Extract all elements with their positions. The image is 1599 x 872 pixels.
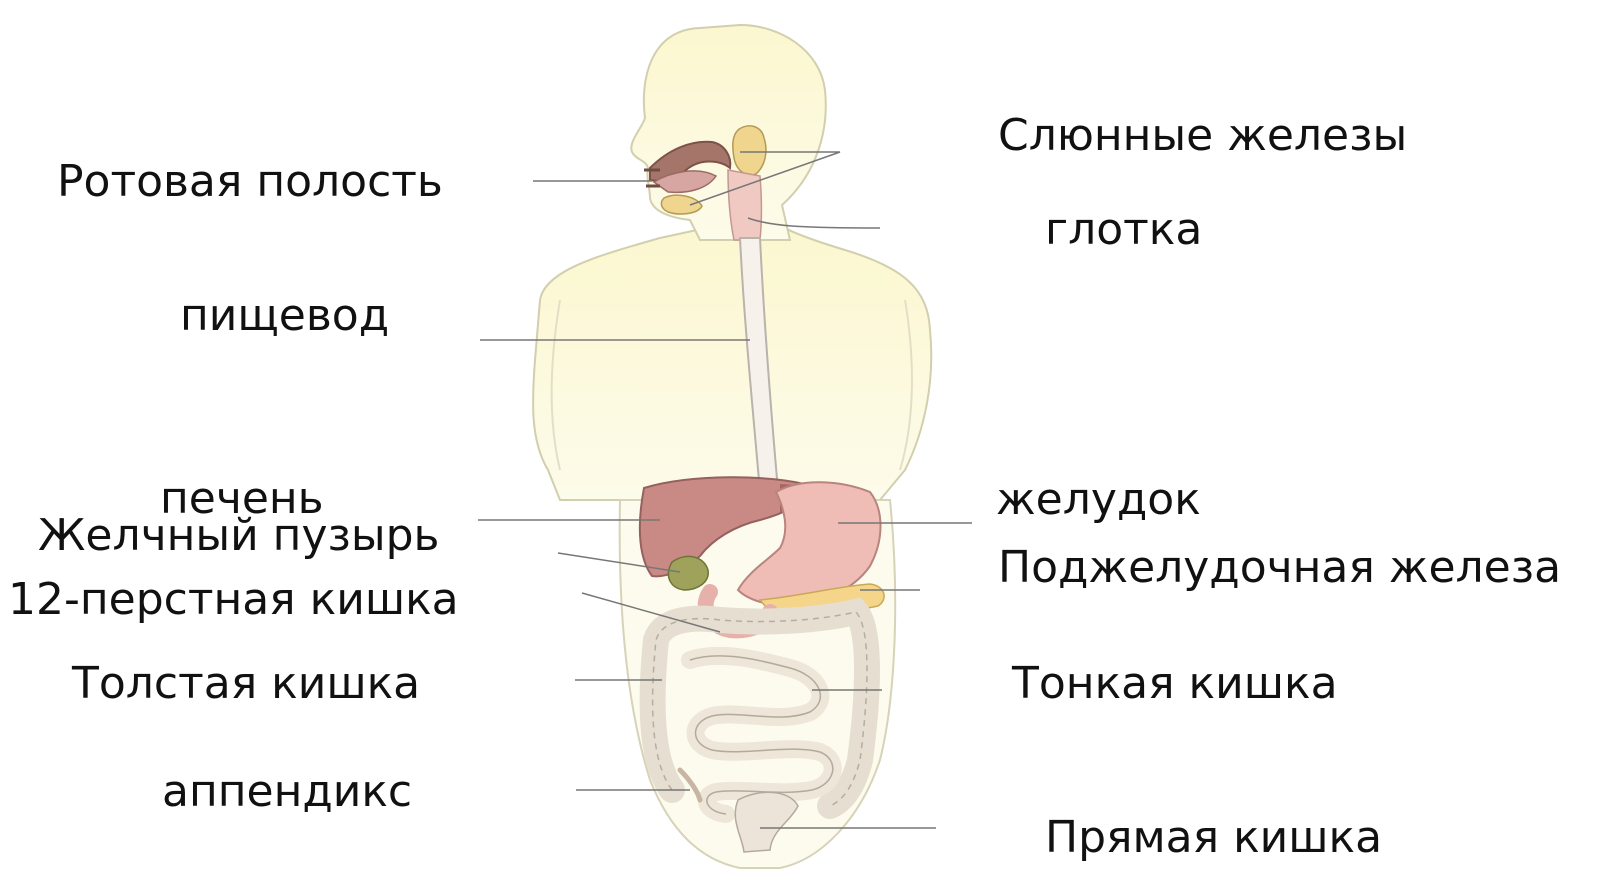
label-pharynx: глотка [1045, 206, 1202, 254]
head-outline [631, 25, 825, 240]
label-duodenum: 12-перстная кишка [8, 576, 459, 624]
label-appendix: аппендикс [162, 768, 412, 816]
parotid-gland [733, 126, 766, 175]
label-pancreas: Поджелудочная железа [998, 544, 1561, 592]
label-salivary-glands: Слюнные железы [998, 112, 1407, 160]
label-gallbladder: Желчный пузырь [38, 512, 439, 560]
label-small-intestine: Тонкая кишка [1012, 660, 1338, 708]
label-esophagus: пищевод [180, 292, 389, 340]
label-stomach: желудок [996, 476, 1201, 524]
label-rectum: Прямая кишка [1045, 814, 1382, 862]
gallbladder [668, 556, 708, 590]
label-oral-cavity: Ротовая полость [57, 158, 443, 206]
label-large-intestine: Толстая кишка [72, 660, 420, 708]
pharynx [728, 170, 762, 240]
torso-outline [533, 225, 931, 500]
